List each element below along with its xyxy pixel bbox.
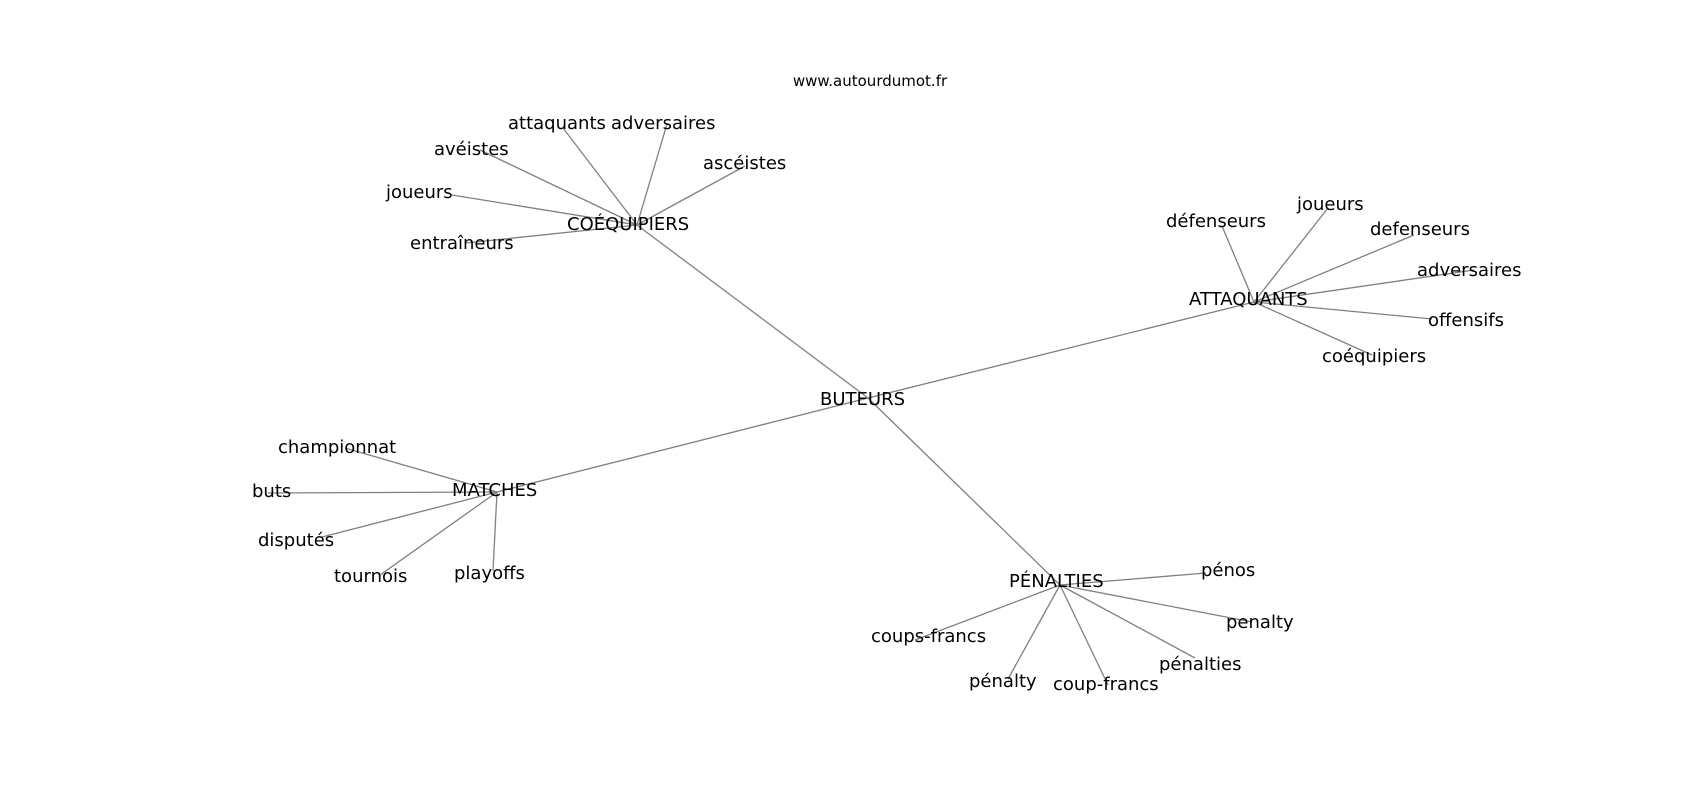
- node-leaf-penalties-penos[interactable]: pénos: [1201, 560, 1255, 581]
- edge-penalties-coups-francs: [914, 584, 1061, 641]
- edges-layer: [267, 123, 1475, 686]
- edge-penalties-penalty: [1059, 584, 1253, 623]
- node-leaf-attaquants-coequipiers[interactable]: coéquipiers: [1322, 346, 1426, 367]
- node-leaf-matches-buts[interactable]: buts: [252, 481, 291, 502]
- source-credit: www.autourdumot.fr: [792, 72, 948, 90]
- edge-matches-buts: [267, 491, 498, 494]
- node-hub-matches[interactable]: MATCHES: [452, 480, 537, 501]
- node-leaf-penalties-penalty[interactable]: penalty: [1226, 612, 1294, 633]
- edge-attaquants-defenseurs: [1253, 234, 1415, 303]
- node-leaf-penalties-penalties[interactable]: pénalties: [1159, 654, 1241, 675]
- edge-coequipiers-adversaires: [636, 123, 668, 226]
- edge-matches-disputes: [321, 491, 498, 538]
- node-leaf-attaquants-defenseurs[interactable]: défenseurs: [1166, 211, 1266, 232]
- edge-attaquants-offensifs: [1253, 301, 1433, 320]
- node-hub-coequipiers[interactable]: COÉQUIPIERS: [567, 213, 689, 235]
- node-leaf-matches-championnat[interactable]: championnat: [278, 437, 396, 458]
- node-leaf-matches-tournois[interactable]: tournois: [334, 566, 407, 587]
- node-leaf-attaquants-offensifs[interactable]: offensifs: [1428, 310, 1504, 331]
- edge-penalties-penos: [1059, 572, 1207, 586]
- node-leaf-matches-disputes[interactable]: disputés: [258, 530, 334, 551]
- edge-buteurs-attaquants: [867, 301, 1255, 399]
- node-leaf-coequipiers-asceistes[interactable]: ascéistes: [703, 153, 786, 174]
- edge-penalties-penalties: [1059, 584, 1196, 659]
- node-leaf-coequipiers-joueurs[interactable]: joueurs: [385, 182, 453, 203]
- edge-buteurs-penalties: [867, 397, 1061, 586]
- edge-attaquants-defenseurs: [1221, 225, 1255, 303]
- node-leaf-attaquants-joueurs[interactable]: joueurs: [1296, 194, 1364, 215]
- node-hub-attaquants[interactable]: ATTAQUANTS: [1189, 289, 1308, 310]
- edge-buteurs-coequipiers: [636, 224, 869, 399]
- edge-coequipiers-asceistes: [636, 165, 746, 226]
- node-leaf-coequipiers-entraineurs[interactable]: entraîneurs: [410, 233, 514, 254]
- node-leaf-penalties-coups-francs[interactable]: coups-francs: [871, 626, 986, 647]
- node-leaf-penalties-penalty[interactable]: pénalty: [969, 671, 1037, 692]
- node-hub-penalties[interactable]: PÉNALTIES: [1009, 570, 1104, 592]
- edge-coequipiers-attaquants: [562, 127, 638, 226]
- edge-matches-playoffs: [492, 491, 498, 572]
- node-leaf-matches-playoffs[interactable]: playoffs: [454, 563, 525, 584]
- edge-coequipiers-entraineurs: [465, 224, 638, 244]
- edge-attaquants-coequipiers: [1253, 301, 1373, 356]
- edge-coequipiers-aveistes: [479, 149, 638, 226]
- edge-coequipiers-joueurs: [451, 194, 638, 226]
- node-leaf-attaquants-adversaires[interactable]: adversaires: [1417, 260, 1521, 281]
- edge-matches-tournois: [379, 491, 498, 576]
- edge-penalties-penalty: [1007, 584, 1061, 680]
- edge-attaquants-joueurs: [1253, 207, 1329, 303]
- node-leaf-penalties-coup-francs[interactable]: coup-francs: [1053, 674, 1159, 695]
- node-leaf-attaquants-defenseurs[interactable]: defenseurs: [1370, 219, 1470, 240]
- node-leaf-coequipiers-aveistes[interactable]: avéistes: [434, 139, 509, 160]
- node-center-buteurs[interactable]: BUTEURS: [820, 389, 905, 410]
- edge-buteurs-matches: [496, 397, 869, 493]
- node-leaf-coequipiers-attaquants[interactable]: attaquants: [508, 113, 606, 134]
- edge-matches-championnat: [344, 447, 498, 493]
- edge-penalties-coup-francs: [1059, 584, 1109, 686]
- node-leaf-coequipiers-adversaires[interactable]: adversaires: [611, 113, 715, 134]
- edge-attaquants-adversaires: [1253, 269, 1475, 303]
